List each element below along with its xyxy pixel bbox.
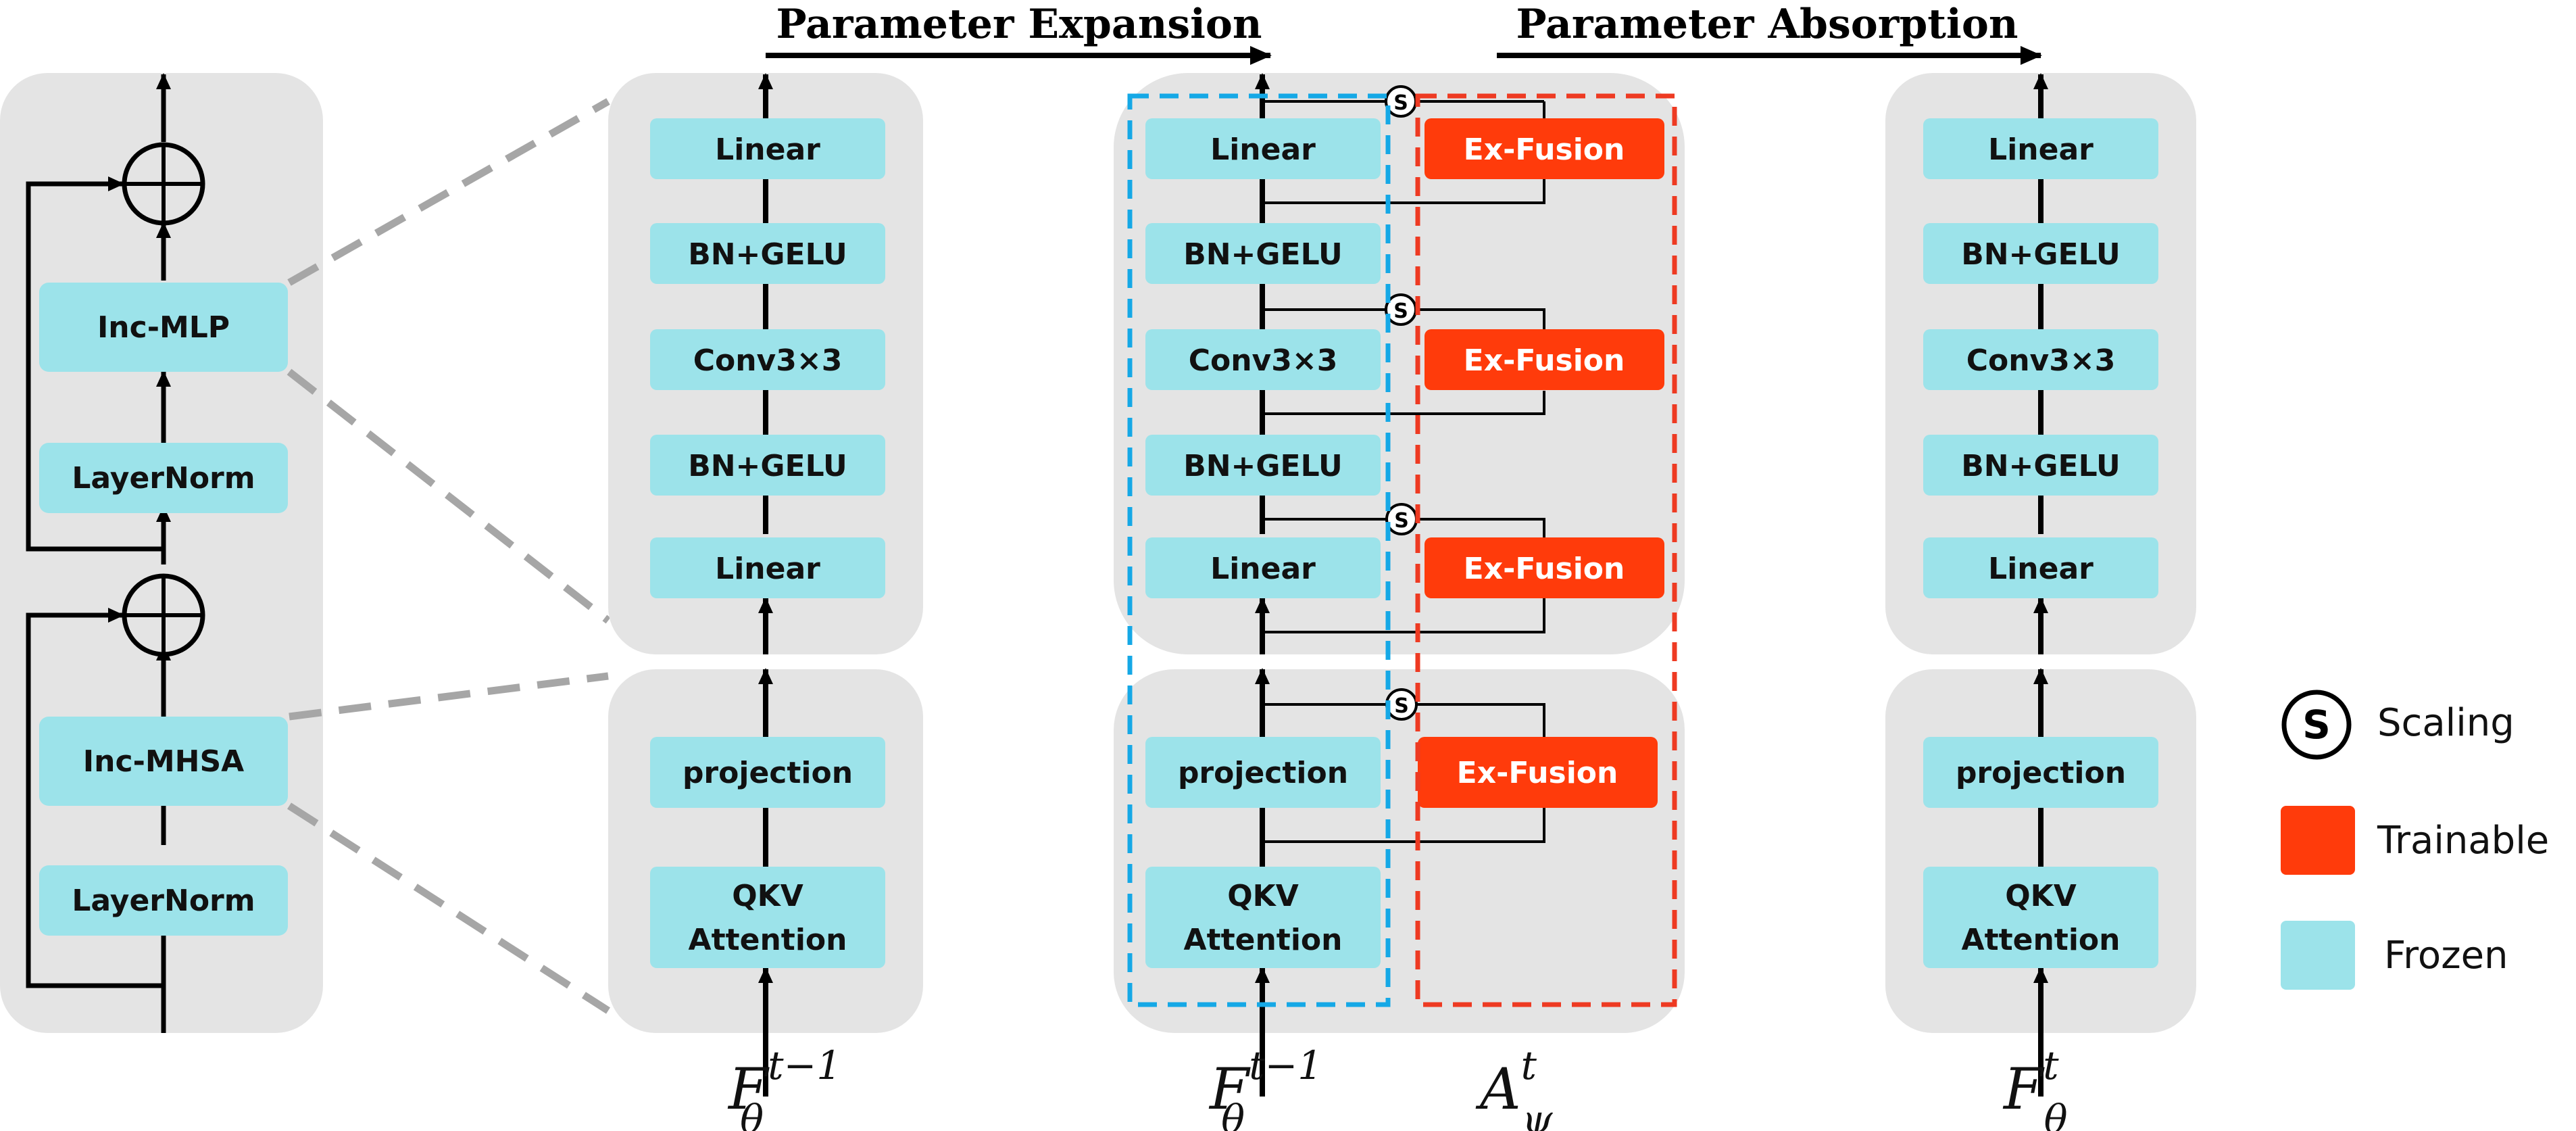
legend: S Scaling Trainable Frozen <box>2281 690 2549 990</box>
ex-fusion-block: Ex-Fusion <box>1425 118 1664 179</box>
block-bn-gelu-bottom: BN+GELU <box>650 435 885 496</box>
svg-text:QKV: QKV <box>2005 879 2077 913</box>
svg-text:Linear: Linear <box>1210 552 1316 586</box>
svg-text:Attention: Attention <box>1184 923 1343 957</box>
svg-text:Linear: Linear <box>715 552 820 586</box>
block-linear-top: Linear <box>650 118 885 179</box>
block-bn-gelu-top: BN+GELU <box>650 223 885 284</box>
legend-scaling: S Scaling <box>2281 690 2515 760</box>
absorption-header: Parameter Absorption <box>1497 1 2042 65</box>
svg-text:BN+GELU: BN+GELU <box>1183 237 1343 272</box>
svg-text:projection: projection <box>1178 756 1348 790</box>
block-projection: projection <box>1923 737 2158 808</box>
svg-text:BN+GELU: BN+GELU <box>1961 237 2121 272</box>
svg-text:S: S <box>1394 694 1409 718</box>
block-conv: Conv3×3 <box>1923 329 2158 390</box>
block-linear-bottom: Linear <box>1923 537 2158 598</box>
svg-text:Frozen: Frozen <box>2384 934 2508 978</box>
block-linear-top: Linear <box>1145 118 1381 179</box>
encoder-layernorm-top: LayerNorm <box>39 443 288 513</box>
svg-text:QKV: QKV <box>732 879 803 913</box>
block-bn-gelu-bottom: BN+GELU <box>1145 435 1381 496</box>
block-qkv-attention: QKV Attention <box>1145 867 1381 968</box>
svg-text:Attention: Attention <box>689 923 847 957</box>
svg-text:Inc-MHSA: Inc-MHSA <box>83 744 244 779</box>
svg-text:Inc-MLP: Inc-MLP <box>97 310 230 345</box>
svg-text:Linear: Linear <box>1210 133 1316 167</box>
block-qkv-attention: QKV Attention <box>1923 867 2158 968</box>
block-bn-gelu-bottom: BN+GELU <box>1923 435 2158 496</box>
scaling-icon: S <box>1385 503 1418 535</box>
ex-fusion-block: Ex-Fusion <box>1418 737 1658 808</box>
svg-text:projection: projection <box>683 756 853 790</box>
add-node-icon <box>122 573 205 657</box>
block-conv: Conv3×3 <box>1145 329 1381 390</box>
svg-text:Parameter Expansion: Parameter Expansion <box>776 1 1262 48</box>
svg-text:LayerNorm: LayerNorm <box>72 461 255 496</box>
svg-text:BN+GELU: BN+GELU <box>1183 449 1343 483</box>
scaling-icon: S <box>1385 293 1417 326</box>
ex-fusion-block: Ex-Fusion <box>1425 537 1664 598</box>
encoder-inc-mlp: Inc-MLP <box>39 283 288 372</box>
encoder-inc-mhsa: Inc-MHSA <box>39 717 288 806</box>
svg-text:Conv3×3: Conv3×3 <box>1966 343 2116 378</box>
frozen-region-box <box>1127 93 1391 1007</box>
svg-text:Ex-Fusion: Ex-Fusion <box>1464 133 1625 167</box>
scaling-icon: S <box>1385 85 1417 118</box>
svg-text:BN+GELU: BN+GELU <box>1961 449 2121 483</box>
svg-text:Trainable: Trainable <box>2377 819 2549 863</box>
svg-text:Linear: Linear <box>1988 552 2094 586</box>
encoder-layernorm-bottom: LayerNorm <box>39 865 288 936</box>
zoom-connectors <box>287 98 611 1014</box>
expanded-model-column: S S S S Linear BN+GELU Conv3×3 BN <box>1114 73 1685 1131</box>
svg-text:Conv3×3: Conv3×3 <box>693 343 843 378</box>
block-linear-top: Linear <box>1923 118 2158 179</box>
svg-text:S: S <box>2302 702 2331 748</box>
add-node-icon <box>122 142 205 226</box>
encoder-panel: LayerNorm Inc-MHSA LayerNorm Inc-MLP <box>0 73 323 1033</box>
svg-text:QKV: QKV <box>1227 879 1299 913</box>
trainable-region-box <box>1415 93 1677 1007</box>
svg-text:S: S <box>1393 91 1408 115</box>
svg-text:Conv3×3: Conv3×3 <box>1189 343 1338 378</box>
expansion-header: Parameter Expansion <box>766 1 1272 65</box>
block-linear-bottom: Linear <box>650 537 885 598</box>
legend-frozen: Frozen <box>2281 921 2508 990</box>
prev-model-column: Linear BN+GELU Conv3×3 BN+GELU Linear pr… <box>608 73 923 1131</box>
svg-text:projection: projection <box>1956 756 2126 790</box>
ex-fusion-block: Ex-Fusion <box>1425 329 1664 390</box>
block-conv: Conv3×3 <box>650 329 885 390</box>
block-projection: projection <box>650 737 885 808</box>
svg-text:Scaling: Scaling <box>2377 701 2515 745</box>
svg-text:Linear: Linear <box>1988 133 2094 167</box>
block-projection: projection <box>1145 737 1381 808</box>
svg-text:Parameter Absorption: Parameter Absorption <box>1516 1 2018 48</box>
block-linear-bottom: Linear <box>1145 537 1381 598</box>
scaling-icon: S <box>1385 688 1418 721</box>
absorbed-model-column: Linear BN+GELU Conv3×3 BN+GELU Linear pr… <box>1885 73 2196 1131</box>
svg-text:BN+GELU: BN+GELU <box>688 449 847 483</box>
svg-text:BN+GELU: BN+GELU <box>688 237 847 272</box>
legend-trainable: Trainable <box>2281 806 2549 875</box>
svg-text:Attention: Attention <box>1962 923 2121 957</box>
svg-text:Linear: Linear <box>715 133 820 167</box>
svg-text:LayerNorm: LayerNorm <box>72 884 255 918</box>
svg-text:Ex-Fusion: Ex-Fusion <box>1464 343 1625 378</box>
svg-text:Ex-Fusion: Ex-Fusion <box>1457 756 1618 790</box>
block-bn-gelu-top: BN+GELU <box>1145 223 1381 284</box>
block-qkv-attention: QKV Attention <box>650 867 885 968</box>
block-bn-gelu-top: BN+GELU <box>1923 223 2158 284</box>
svg-text:S: S <box>1394 509 1409 533</box>
svg-text:Ex-Fusion: Ex-Fusion <box>1464 552 1625 586</box>
svg-text:S: S <box>1393 299 1408 323</box>
